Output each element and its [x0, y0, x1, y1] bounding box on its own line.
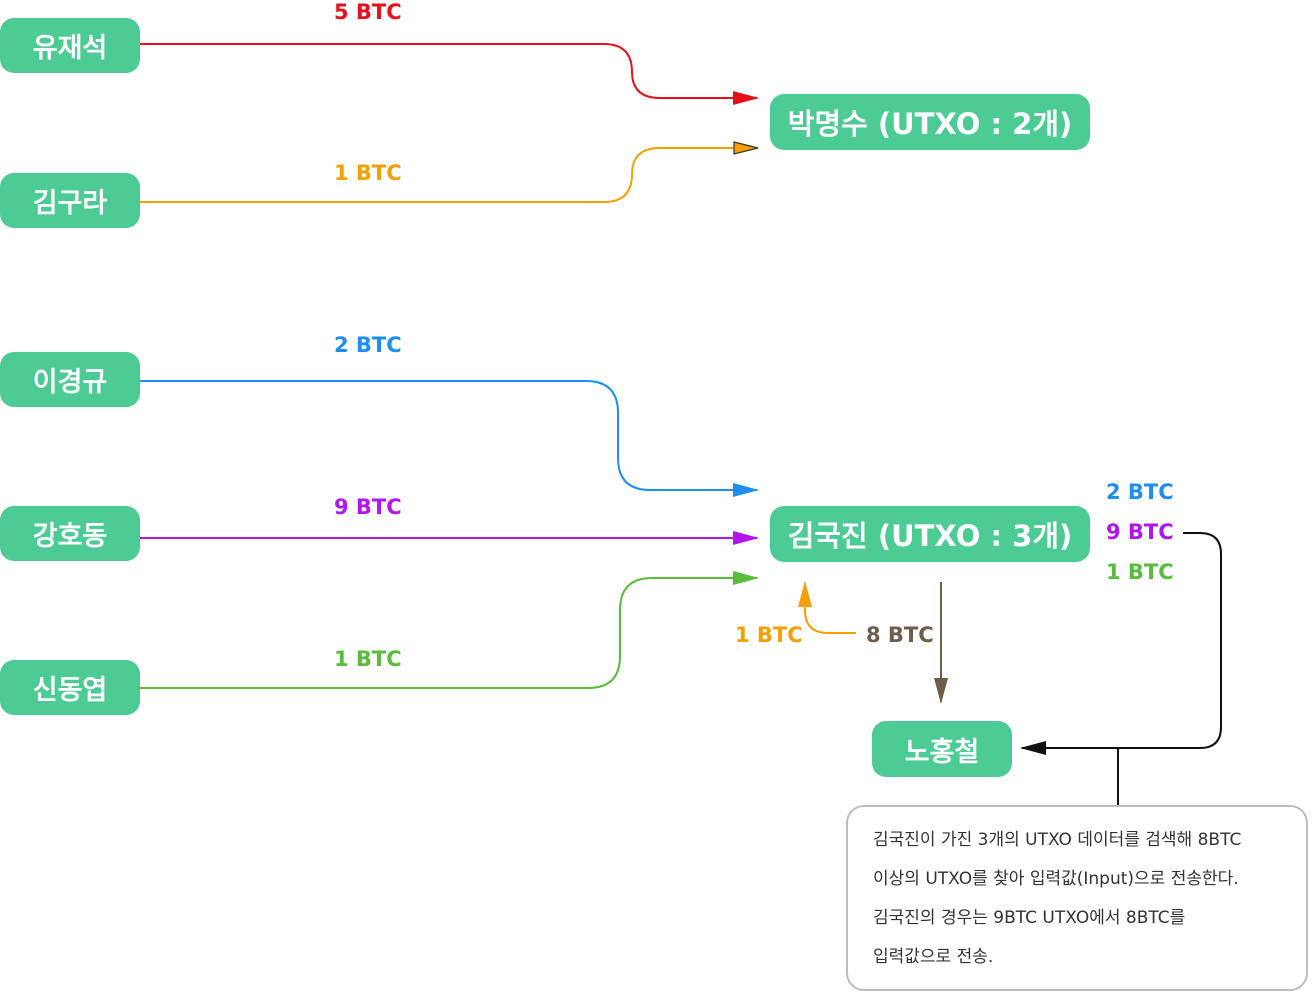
node-kimgura: 김구라: [0, 173, 140, 228]
explanation-note: 김국진이 가진 3개의 UTXO 데이터를 검색해 8BTC 이상의 UTXO를…: [846, 805, 1308, 991]
amount-label-kang: 9 BTC: [334, 495, 402, 519]
node-lee: 이경규: [0, 352, 140, 407]
node-kimgukjin: 김국진 (UTXO : 3개): [770, 506, 1090, 562]
node-shin: 신동엽: [0, 660, 140, 715]
node-noh: 노홍철: [872, 721, 1012, 777]
amount-label-send: 8 BTC: [866, 623, 934, 647]
note-line-4: 입력값으로 전송.: [873, 947, 994, 967]
note-line-3: 김국진의 경우는 9BTC UTXO에서 8BTC를: [873, 908, 1186, 928]
utxo-item-1: 2 BTC: [1106, 480, 1174, 504]
edge-utxo-to-noh: [1020, 532, 1222, 755]
amount-label-kimgura: 1 BTC: [334, 161, 402, 185]
edge-lee-to-kim: [140, 380, 759, 497]
node-yoo: 유재석: [0, 18, 140, 73]
utxo-item-3: 1 BTC: [1106, 560, 1174, 584]
edge-kimgura-to-park: [140, 141, 759, 203]
edge-yoo-to-park: [140, 43, 759, 105]
node-kang: 강호동: [0, 506, 140, 561]
edge-shin-to-kim: [140, 571, 759, 689]
edge-change-back-to-kim: [798, 581, 856, 634]
utxo-item-2: 9 BTC: [1106, 520, 1174, 544]
amount-label-change: 1 BTC: [735, 623, 803, 647]
note-line-2: 이상의 UTXO를 찾아 입력값(Input)으로 전송한다.: [873, 869, 1239, 889]
note-line-1: 김국진이 가진 3개의 UTXO 데이터를 검색해 8BTC: [873, 830, 1242, 850]
amount-label-shin: 1 BTC: [334, 647, 402, 671]
amount-label-lee: 2 BTC: [334, 333, 402, 357]
amount-label-yoo: 5 BTC: [334, 0, 402, 24]
node-park: 박명수 (UTXO : 2개): [770, 94, 1090, 150]
